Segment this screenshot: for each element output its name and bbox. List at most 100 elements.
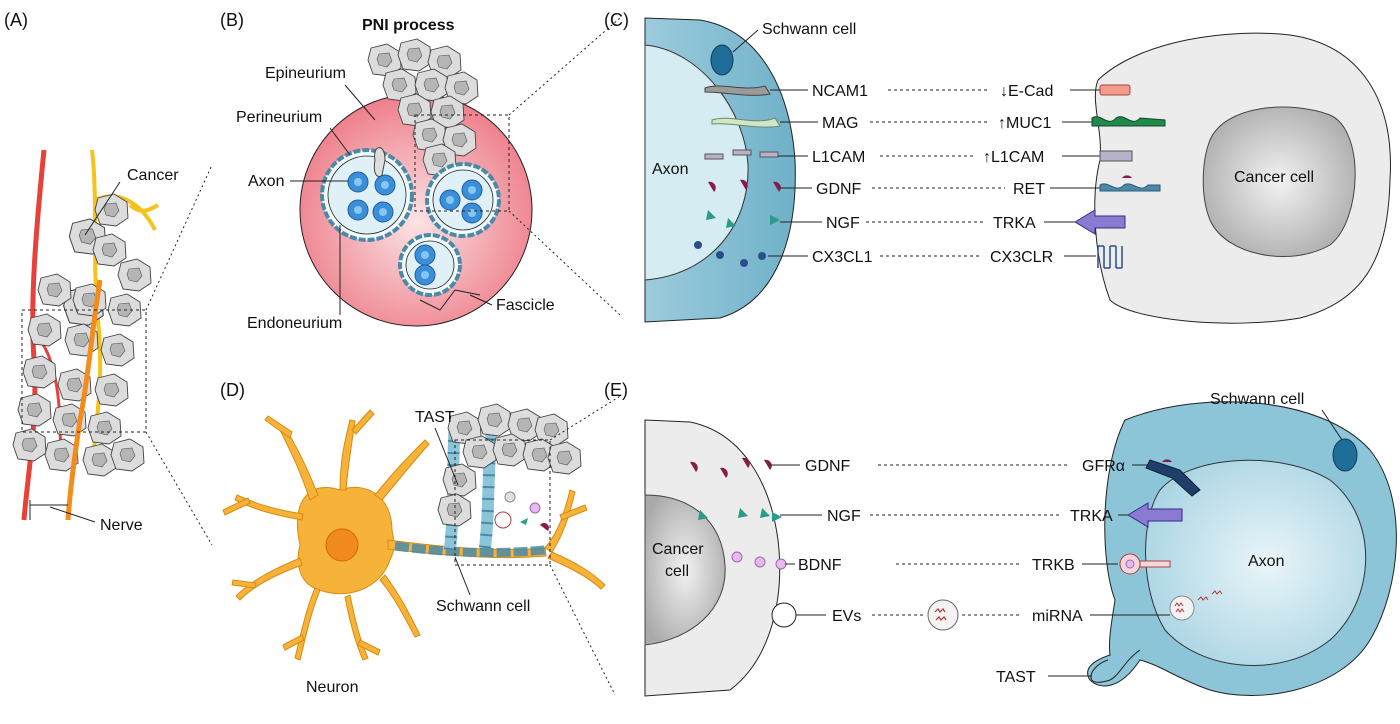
schwann-leader-d bbox=[454, 556, 471, 596]
ecad-icon bbox=[1099, 84, 1131, 96]
ngf-icon-1 bbox=[706, 210, 716, 220]
mag-label: MAG bbox=[822, 115, 858, 132]
mirna-vesicle-icon bbox=[1169, 595, 1195, 621]
gdnf-e-icon-2 bbox=[720, 467, 728, 478]
nerve-label: Nerve bbox=[100, 517, 143, 534]
l1cam-right-label: ↑L1CAM bbox=[983, 149, 1044, 166]
cx3cl1-icon-4 bbox=[758, 252, 766, 260]
zoom-line-b-top bbox=[508, 17, 621, 116]
panel-b-letter: (B) bbox=[220, 10, 244, 30]
panel-d: (D) bbox=[220, 380, 623, 696]
bdnf-dot-d bbox=[529, 502, 541, 514]
pair-row-mag: MAG ↑MUC1 bbox=[780, 115, 1166, 132]
gdnf-icon-1 bbox=[708, 181, 716, 192]
tast-protrusion bbox=[1090, 649, 1141, 683]
axon-label-c: Axon bbox=[652, 161, 688, 178]
ngf-label: NGF bbox=[826, 215, 860, 232]
cx3clr-label: CX3CLR bbox=[990, 249, 1053, 266]
panel-b: (B) PNI process bbox=[220, 10, 621, 332]
cancer-label-c: Cancer cell bbox=[1234, 169, 1314, 186]
ev-mirna-icon bbox=[934, 608, 947, 621]
gfra-label: GFRα bbox=[1082, 458, 1125, 475]
l1cam-label: L1CAM bbox=[812, 149, 865, 166]
pair-row-bdnf-e: BDNF TRKB bbox=[785, 553, 1171, 575]
trkb-ligand-icon bbox=[1125, 559, 1135, 569]
pair-row-evs-e: EVs miRNA bbox=[796, 590, 1223, 631]
schwann-leader-e bbox=[1321, 409, 1343, 441]
neuron-soma-nucleus bbox=[325, 528, 359, 562]
schwann-leader-c bbox=[732, 29, 759, 53]
bdnf-e-icon-1 bbox=[731, 551, 743, 563]
perineurium-leader bbox=[329, 127, 351, 156]
zoom-line-b-bottom bbox=[508, 210, 621, 316]
bdnf-e-icon-2 bbox=[754, 556, 766, 568]
panel-c-letter: (C) bbox=[604, 10, 629, 30]
cx3cl1-icon-3 bbox=[740, 259, 748, 267]
trka-icon bbox=[1074, 209, 1126, 235]
cx3clr-icon bbox=[1097, 245, 1123, 269]
pair-row-ngf-e: NGF TRKA bbox=[780, 502, 1183, 528]
fascicle-label: Fascicle bbox=[496, 297, 555, 314]
pair-row-gdnf: GDNF RET bbox=[780, 175, 1161, 198]
tumor-cluster-d bbox=[437, 403, 582, 527]
mag-icon bbox=[711, 117, 781, 128]
panel-e: (E) Cancer cell Schwann cell Axon TAST bbox=[604, 380, 1397, 697]
neuron-label: Neuron bbox=[306, 679, 358, 696]
ev-bulge-e bbox=[771, 602, 797, 628]
axon-label: Axon bbox=[248, 173, 284, 190]
schwann-label-d: Schwann cell bbox=[436, 598, 530, 615]
cancer-label: Cancer bbox=[127, 167, 179, 184]
fascicle-bracket bbox=[419, 289, 481, 311]
gdnf-e-icon-1 bbox=[690, 461, 698, 472]
trkb-label: TRKB bbox=[1032, 557, 1075, 574]
epineurium-leader bbox=[344, 84, 376, 121]
gdnf-label: GDNF bbox=[816, 181, 862, 198]
ecad-label: ↓E-Cad bbox=[1000, 83, 1053, 100]
muc1-label: ↑MUC1 bbox=[998, 115, 1051, 132]
zoom-line-a-top bbox=[145, 164, 213, 311]
l1cam-icon-3 bbox=[759, 151, 779, 158]
cancer-nucleus-c bbox=[1202, 106, 1356, 257]
fascicle-leader bbox=[469, 294, 493, 306]
pair-row-ngf: NGF TRKA bbox=[780, 209, 1126, 235]
panel-e-letter: (E) bbox=[604, 380, 628, 400]
zoom-line-d-bottom bbox=[549, 564, 616, 696]
gdnf-e-label: GDNF bbox=[805, 458, 851, 475]
panel-a: (A) bbox=[4, 10, 213, 546]
ngf-e-icon-3 bbox=[760, 508, 770, 518]
panel-a-letter: (A) bbox=[4, 10, 28, 30]
mirna-strand-icon-2 bbox=[1197, 590, 1223, 601]
axon-e bbox=[1145, 459, 1367, 666]
ncam1-icon bbox=[704, 85, 771, 96]
zoom-box-a bbox=[21, 309, 147, 433]
zoom-line-a-bottom bbox=[145, 431, 213, 546]
ngf-icon-3 bbox=[770, 215, 780, 225]
fascicle-3 bbox=[398, 233, 462, 297]
mirna-label: miRNA bbox=[1032, 608, 1083, 625]
ngf-d bbox=[520, 518, 528, 525]
endoneurium-label: Endoneurium bbox=[247, 315, 342, 332]
pair-row-l1cam: L1CAM ↑L1CAM bbox=[778, 149, 1133, 166]
cancer-label-e-1: Cancer bbox=[652, 541, 704, 558]
ngf-e-icon-2 bbox=[738, 508, 748, 518]
ret-ligand-icon bbox=[1122, 175, 1132, 178]
gdnf-d bbox=[540, 523, 549, 531]
panel-d-letter: (D) bbox=[220, 380, 245, 400]
trka-e-icon bbox=[1127, 502, 1183, 528]
tast-leader-d bbox=[434, 427, 459, 486]
ev-dot-d-1 bbox=[504, 491, 516, 503]
gfra-ligand-icon bbox=[1162, 459, 1172, 462]
zoom-line-d-top bbox=[549, 394, 623, 441]
ev-d bbox=[494, 511, 512, 529]
ngf-icon-2 bbox=[726, 218, 736, 228]
pair-row-ncam1: NCAM1 ↓E-Cad bbox=[770, 83, 1131, 100]
gdnf-icon-2 bbox=[740, 179, 748, 190]
axon-label-e: Axon bbox=[1248, 553, 1284, 570]
l1cam-icon-1 bbox=[704, 153, 724, 160]
l1cam-icon-2 bbox=[732, 149, 752, 156]
fascicle-1 bbox=[320, 147, 414, 242]
muc1-icon bbox=[1091, 116, 1166, 127]
cancer-nucleus-e bbox=[644, 494, 726, 646]
schwann-label-e: Schwann cell bbox=[1210, 391, 1304, 408]
